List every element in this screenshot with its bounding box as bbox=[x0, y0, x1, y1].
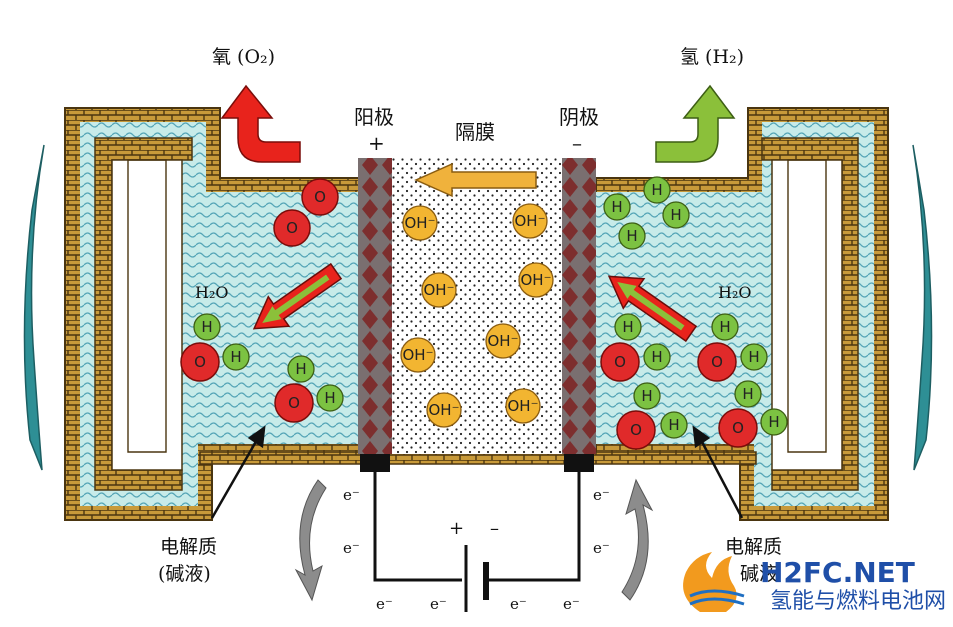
right-flow-arrow bbox=[912, 144, 933, 471]
anode-terminal bbox=[360, 454, 390, 472]
anode-electrode bbox=[358, 158, 392, 454]
anode-sign: + bbox=[368, 131, 385, 155]
watermark: H2FC.NET 氢能与燃料电池网 bbox=[683, 552, 946, 614]
water-molecules-right: O H H O H H O H H O H H bbox=[600, 313, 788, 450]
hydroxide-label: OH⁻ bbox=[514, 212, 545, 230]
hydroxide-label: OH⁻ bbox=[404, 214, 435, 232]
electron-label: e⁻ bbox=[430, 595, 447, 613]
cathode-label: 阴极 bbox=[559, 105, 599, 129]
atom-label: H bbox=[641, 387, 652, 405]
electron-label: e⁻ bbox=[563, 595, 580, 613]
electron-label: e⁻ bbox=[593, 539, 610, 557]
left-electron-arrow bbox=[294, 479, 327, 602]
atom-label: O bbox=[194, 353, 206, 371]
battery-plus: + bbox=[449, 518, 464, 539]
oxygen-label: 氧 (O₂) bbox=[212, 46, 275, 68]
electrolyte-label-right-2: 碱液 bbox=[740, 563, 778, 585]
electrolyte-label-left-1: 电解质 bbox=[160, 536, 217, 558]
hydrogen-molecules: H H H H bbox=[603, 176, 690, 250]
oxygen-molecule: O O bbox=[273, 178, 339, 247]
left-diagonal-arrow bbox=[252, 262, 343, 330]
external-circuit bbox=[373, 472, 581, 612]
atom-label: H bbox=[201, 318, 212, 336]
atom-label: H bbox=[622, 318, 633, 336]
watermark-site: H2FC.NET bbox=[760, 556, 915, 589]
atom-label: H bbox=[230, 348, 241, 366]
atom-label: O bbox=[314, 188, 326, 206]
hydroxide-label: OH⁻ bbox=[507, 397, 538, 415]
electron-label: e⁻ bbox=[510, 595, 527, 613]
atom-label: H bbox=[626, 227, 637, 245]
left-flow-arrow bbox=[23, 144, 45, 471]
hydroxide-label: OH⁻ bbox=[402, 346, 433, 364]
atom-label: H bbox=[742, 385, 753, 403]
electrolyte-label-right-1: 电解质 bbox=[725, 536, 782, 558]
atom-label: O bbox=[732, 419, 744, 437]
atom-label: H bbox=[295, 360, 306, 378]
atom-label: O bbox=[711, 353, 723, 371]
electron-label: e⁻ bbox=[343, 486, 360, 504]
hydrogen-out-arrow bbox=[655, 84, 736, 163]
atom-label: H bbox=[670, 206, 681, 224]
water-molecules-left: O H H O H H bbox=[180, 313, 344, 423]
atom-label: H bbox=[748, 348, 759, 366]
hydroxide-label: OH⁻ bbox=[423, 281, 454, 299]
atom-label: H bbox=[668, 416, 679, 434]
atom-label: O bbox=[630, 421, 642, 439]
cathode-terminal bbox=[564, 454, 594, 472]
electrolyte-label-left-2: (碱液) bbox=[158, 563, 211, 585]
membrane-label: 隔膜 bbox=[455, 120, 495, 144]
hydroxide-label: OH⁻ bbox=[487, 332, 518, 350]
cathode-sign: – bbox=[572, 131, 582, 155]
hydroxide-migration-arrow bbox=[414, 162, 537, 198]
hydroxide-ions: OH⁻ OH⁻ OH⁻ OH⁻ OH⁻ OH⁻ OH⁻ OH⁻ bbox=[400, 203, 554, 428]
anode-label: 阳极 bbox=[354, 105, 394, 129]
atom-label: O bbox=[288, 394, 300, 412]
electron-label: e⁻ bbox=[343, 539, 360, 557]
flame-logo-icon bbox=[683, 552, 745, 612]
electron-label: e⁻ bbox=[593, 486, 610, 504]
right-electron-arrow bbox=[621, 478, 654, 601]
atom-label: O bbox=[614, 353, 626, 371]
atom-label: H bbox=[611, 198, 622, 216]
electrolyte-pointers bbox=[210, 425, 744, 519]
oxygen-out-arrow bbox=[220, 84, 301, 163]
atom-label: H bbox=[324, 389, 335, 407]
water-label-left: H₂O bbox=[195, 283, 228, 302]
electron-label: e⁻ bbox=[376, 595, 393, 613]
electrons: e⁻ e⁻ e⁻ e⁻ e⁻ e⁻ e⁻ e⁻ bbox=[343, 486, 610, 613]
atom-label: H bbox=[651, 181, 662, 199]
atom-label: O bbox=[286, 219, 298, 237]
hydroxide-label: OH⁻ bbox=[428, 401, 459, 419]
atom-label: H bbox=[768, 413, 779, 431]
watermark-name: 氢能与燃料电池网 bbox=[770, 589, 946, 614]
atom-label: H bbox=[719, 318, 730, 336]
right-diagonal-arrow bbox=[607, 275, 698, 343]
battery-minus: – bbox=[490, 518, 499, 539]
atom-label: H bbox=[651, 348, 662, 366]
water-label-right: H₂O bbox=[718, 283, 751, 302]
hydrogen-label: 氢 (H₂) bbox=[680, 46, 744, 68]
cathode-electrode bbox=[562, 158, 596, 454]
hydroxide-label: OH⁻ bbox=[520, 271, 551, 289]
